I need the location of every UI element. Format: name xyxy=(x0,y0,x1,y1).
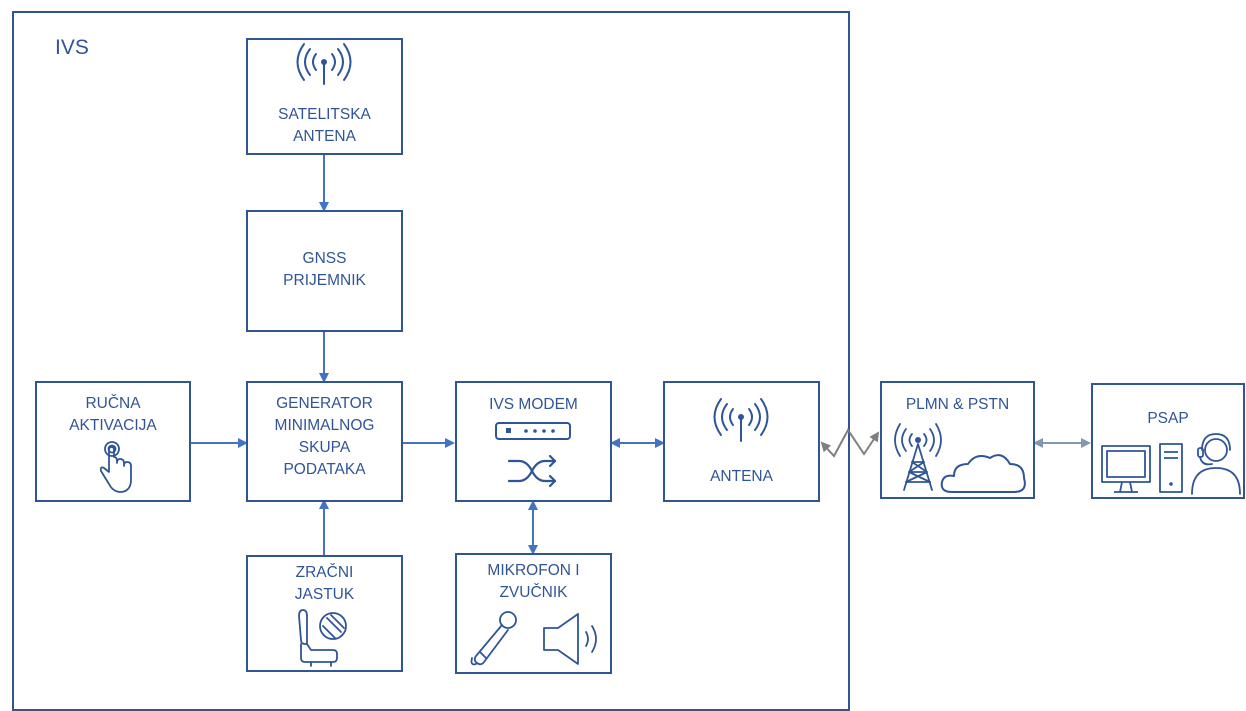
psap-block xyxy=(1091,383,1245,499)
manual-activation-label: RUČNA AKTIVACIJA xyxy=(69,395,157,434)
msd-generator-block xyxy=(246,381,403,502)
speaker-icon xyxy=(543,613,597,665)
mic-speaker-label: MIKROFON I ZVUČNIK xyxy=(487,562,580,601)
seat-airbag-icon xyxy=(298,609,347,667)
hand-tap-icon xyxy=(99,441,132,493)
ivs-label: IVS xyxy=(55,36,89,59)
antenna-icon xyxy=(713,398,769,442)
plmn-pstn-block xyxy=(880,381,1035,499)
msd-generator-label: GENERATOR MINIMALNOG SKUPA PODATAKA xyxy=(274,395,375,478)
antenna-icon xyxy=(296,43,352,85)
satellite-antenna-block xyxy=(246,38,403,155)
gnss-receiver-label: GNSS PRIJEMNIK xyxy=(283,250,366,289)
antenna-label: ANTENA xyxy=(710,468,773,485)
computer-icon xyxy=(1101,443,1183,493)
gnss-receiver-block xyxy=(246,210,403,332)
plmn-pstn-label: PLMN & PSTN xyxy=(905,396,1010,413)
connectors xyxy=(191,155,1091,555)
microphone-icon xyxy=(470,611,517,666)
operator-headset-icon xyxy=(1191,433,1241,495)
satellite-antenna-label: SATELITSKA ANTENA xyxy=(278,106,371,145)
cloud-icon xyxy=(940,454,1026,493)
airbag-label: ZRAČNI JASTUK xyxy=(294,564,355,603)
airbag-block xyxy=(246,555,403,672)
psap-label: PSAP xyxy=(1147,410,1189,427)
modem-icon xyxy=(495,422,571,440)
ivs-container xyxy=(12,11,850,711)
ivs-modem-block xyxy=(455,381,612,502)
cell-tower-icon xyxy=(894,423,942,491)
ivs-modem-label: IVS MODEM xyxy=(489,396,578,413)
wireless-link xyxy=(820,428,880,458)
shuffle-icon xyxy=(507,454,557,488)
